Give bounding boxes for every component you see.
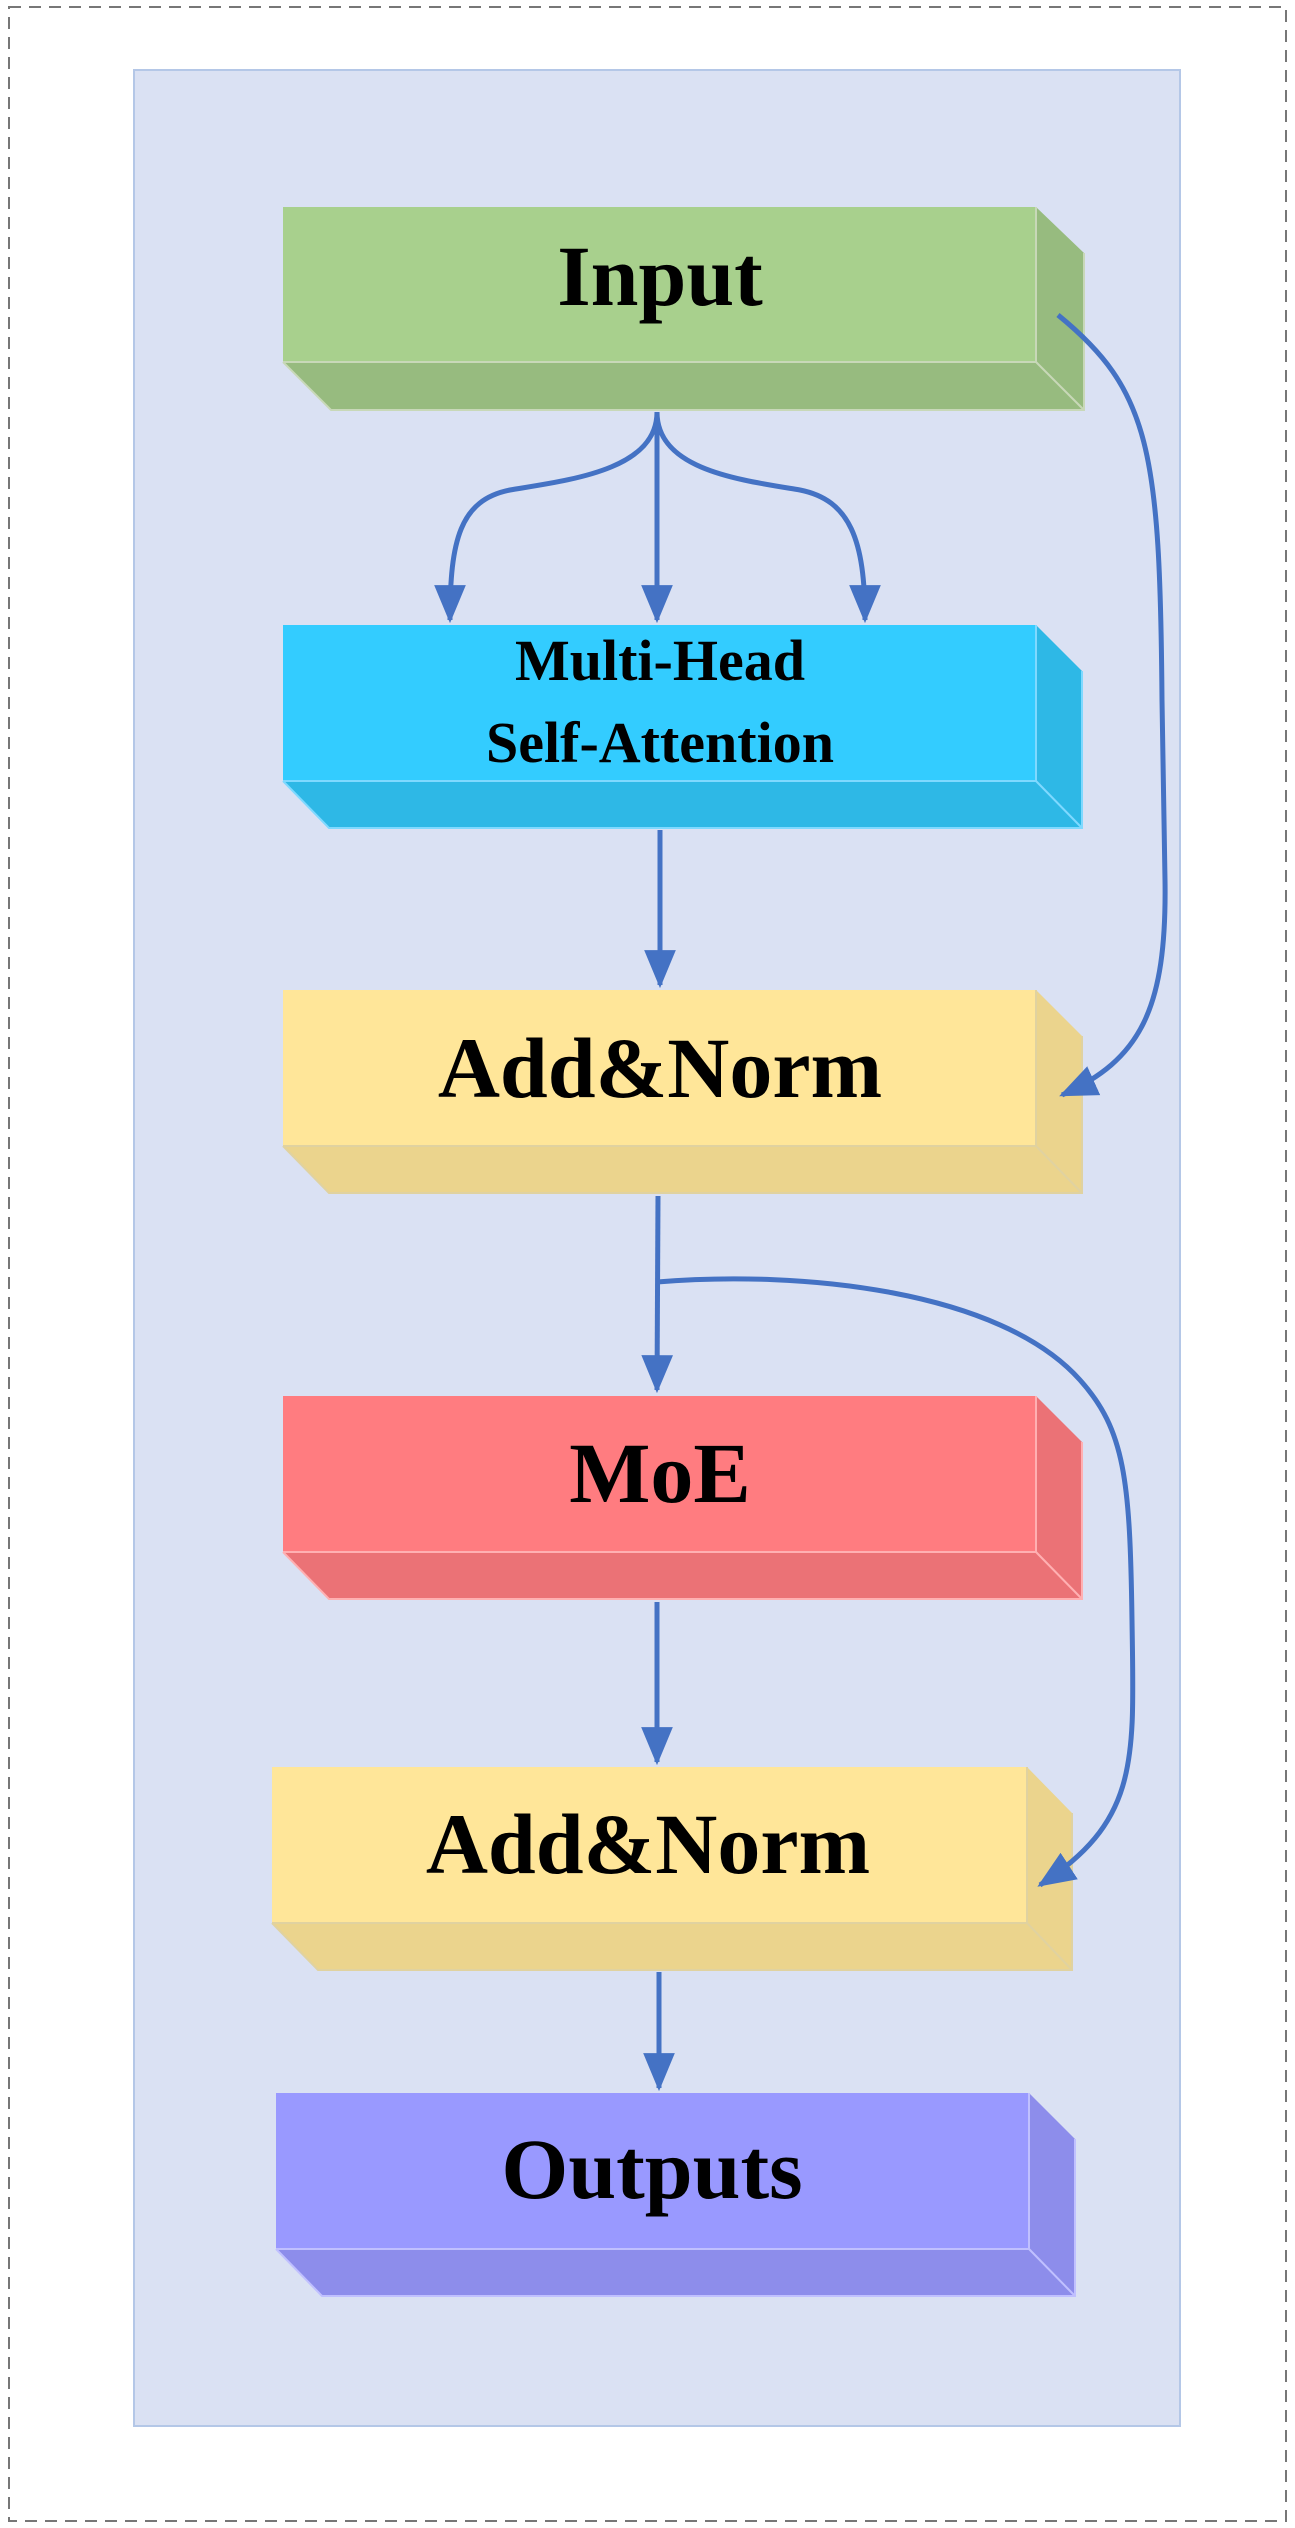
block-moe-bottom (283, 1552, 1082, 1599)
block-attention: Multi-Head Self-Attention (282, 625, 1083, 829)
block-outputs-front (276, 2093, 1029, 2249)
arrow-input-to-attention-left (434, 411, 660, 624)
block-addnorm-2-front (272, 1767, 1027, 1923)
block-attention-bottom (283, 781, 1082, 828)
block-input-label: Input (557, 228, 763, 324)
block-attention-side (1036, 625, 1082, 828)
block-outputs: Outputs (275, 2093, 1076, 2297)
block-moe-front (283, 1396, 1036, 1552)
block-input-front (283, 207, 1036, 362)
block-addnorm-1-label: Add&Norm (438, 1020, 882, 1116)
block-outputs-label: Outputs (501, 2121, 802, 2217)
block-addnorm-1: Add&Norm (282, 990, 1083, 1194)
block-moe-label: MoE (569, 1425, 751, 1521)
outer-dashed-frame (8, 6, 1287, 2522)
block-attention-front (283, 625, 1036, 781)
block-outputs-bottom (276, 2249, 1075, 2296)
block-attention-label-line2: Self-Attention (486, 710, 834, 775)
arrow-residual-addnorm-1-to-addnorm-2 (656, 1276, 1136, 1888)
arrow-input-to-attention-right (654, 411, 881, 624)
arrows (434, 313, 1168, 2092)
block-attention-label-line1: Multi-Head (515, 628, 805, 693)
block-input-bottom (283, 362, 1084, 410)
block-addnorm-2-label: Add&Norm (426, 1796, 870, 1892)
block-input-side (1036, 207, 1084, 410)
block-moe: MoE (282, 1396, 1083, 1600)
block-addnorm-2: Add&Norm (271, 1767, 1073, 1971)
arrow-addnorm-1-to-moe (641, 1195, 674, 1394)
block-outputs-side (1029, 2093, 1075, 2296)
arrow-residual-input-to-addnorm-1 (1056, 313, 1168, 1098)
block-addnorm-1-side (1036, 990, 1082, 1193)
block-addnorm-2-bottom (272, 1923, 1072, 1970)
block-addnorm-1-bottom (283, 1146, 1082, 1193)
block-addnorm-1-front (283, 990, 1036, 1146)
block-input: Input (282, 207, 1085, 411)
block-moe-side (1036, 1396, 1082, 1599)
